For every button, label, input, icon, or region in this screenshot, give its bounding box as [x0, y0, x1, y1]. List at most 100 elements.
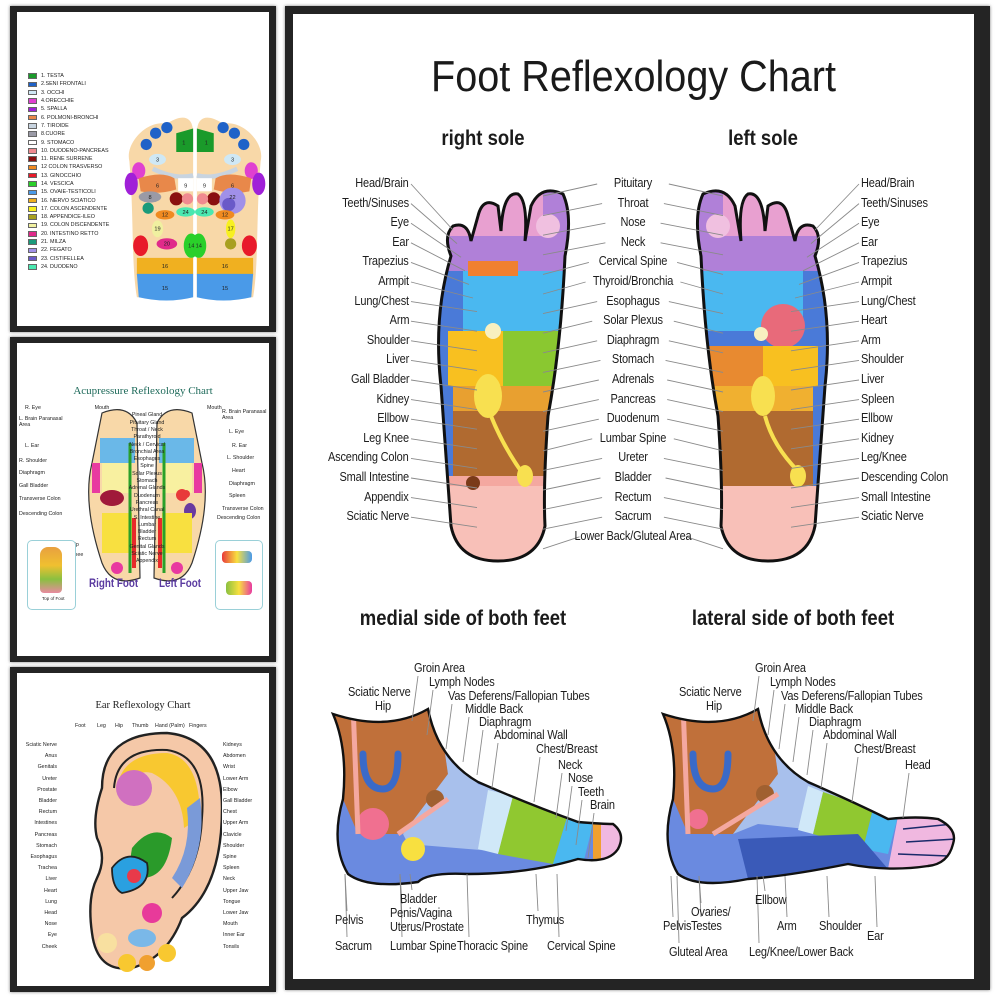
legend-label: 23. CISTIFELLEA — [41, 255, 84, 262]
svg-text:6: 6 — [231, 184, 234, 190]
ear-left-label: Ureter — [42, 775, 57, 782]
left-sole-label: Small Intestine — [861, 489, 931, 504]
leader-lines — [344, 183, 910, 944]
legend-swatch — [28, 231, 37, 237]
legend-item: 17. COLON ASCENDENTE — [28, 205, 109, 213]
ear-right-label: Clavicle — [223, 831, 242, 838]
acu-center-label: Duodenum — [134, 492, 160, 499]
center-label: Cervical Spine — [598, 254, 668, 269]
right-sole-label: Gall Bladder — [350, 372, 410, 386]
acu-left-label: L. Ear — [25, 443, 40, 449]
legend-swatch — [28, 222, 37, 229]
acu-left-label: Descending Colon — [19, 511, 63, 517]
legend-item: 19. COLON DISCENDENTE — [28, 221, 109, 229]
ear-top-label: Fingers — [189, 723, 207, 729]
lateral-bottom-label: Leg/Knee/Lower Back — [749, 945, 854, 959]
legend-item: 13. GINOCCHIO — [28, 172, 109, 180]
medial-top-label: Brain — [590, 798, 615, 812]
legend-swatch — [28, 181, 37, 187]
right-foot-caption: Right Foot — [89, 576, 139, 590]
right-sole-label: Liver — [386, 352, 409, 367]
ear-right-label: Neck — [223, 876, 236, 883]
left-sole-heading: left sole — [728, 127, 798, 150]
acu-center-label: Adrenal Glands — [128, 485, 166, 492]
ear-left-label: Anus — [44, 753, 57, 760]
legend-label: 13. GINOCCHIO — [41, 172, 82, 179]
ear-top-label: Leg — [97, 723, 106, 729]
legend-swatch — [28, 197, 37, 204]
legend-item: 23. CISTIFELLEA — [28, 255, 109, 263]
legend-swatch — [28, 172, 37, 179]
left-sole-label: Heart — [861, 313, 888, 328]
acu-center-label: Pineal Gland — [131, 412, 163, 419]
legend-label: 24. DUODENO — [41, 263, 78, 270]
medial-side-diagram — [330, 707, 623, 886]
ear-top-label: Hip — [115, 723, 123, 729]
left-sole-label: Kidney — [861, 430, 894, 445]
center-label: Stomach — [611, 352, 655, 367]
acu-right-label: Descending Colon — [217, 515, 261, 521]
left-sole-label: Sciatic Nerve — [861, 509, 924, 524]
svg-text:1: 1 — [205, 140, 208, 146]
svg-text:1: 1 — [182, 140, 185, 146]
legend-swatch — [28, 114, 37, 121]
center-label: Nose — [620, 215, 646, 230]
center-label: Pancreas — [610, 391, 656, 406]
svg-text:12: 12 — [222, 213, 228, 219]
lateral-top-left-label: Sciatic Nerve — [679, 685, 742, 699]
right-sole-label: Shoulder — [366, 332, 409, 347]
legend-item: 4.ORECCHIE — [28, 97, 109, 105]
svg-text:15: 15 — [222, 286, 228, 292]
acupressure-title: Acupressure Reflexology Chart — [73, 385, 213, 397]
legend-swatch — [28, 247, 37, 254]
center-label: Ureter — [618, 450, 648, 465]
ear-left-label: Cheek — [41, 943, 57, 950]
ear-left-label: Sciatic Nerve — [25, 742, 57, 748]
right-sole-label: Head/Brain — [355, 176, 409, 190]
ear-right-label: Lower Jaw — [223, 910, 249, 916]
right-sole-label: Trapezius — [362, 254, 409, 269]
ear-left-label: Bladder — [38, 798, 57, 804]
acu-left-label: Transverse Colon — [19, 496, 61, 502]
legend-item: 21. MILZA — [28, 238, 109, 246]
ear-right-label: Spleen — [223, 865, 240, 872]
right-sole-label: Armpit — [378, 274, 409, 288]
ear-left-label: Lung — [45, 898, 57, 905]
ear-right-label: Chest — [223, 809, 237, 816]
legend-item: 8.CUORE — [28, 130, 109, 138]
right-sole-label: Small Intestine — [339, 470, 409, 484]
acu-left-label: Gall Bladder — [19, 483, 49, 489]
legend-swatch — [28, 81, 37, 88]
legend-label: 4.ORECCHIE — [41, 98, 74, 105]
svg-text:17: 17 — [228, 227, 234, 233]
acu-center-label: Pancreas — [135, 499, 159, 506]
side-of-foot-inset — [215, 540, 263, 610]
medial-bottom-label: Bladder — [400, 892, 437, 906]
ear-right-label: Inner Ear — [223, 932, 245, 939]
legend-swatch — [28, 89, 37, 96]
ear-left-label: Stomach — [36, 842, 57, 849]
left-sole-label: Armpit — [861, 274, 892, 288]
lateral-top-label: Lymph Nodes — [770, 675, 836, 689]
acu-right-label: Spleen — [229, 493, 246, 499]
svg-text:14: 14 — [196, 244, 202, 250]
ear-right-label: Shoulder — [223, 842, 245, 849]
ear-left-label: Liver — [45, 876, 57, 883]
acu-left-label: Diaphragm — [19, 470, 45, 476]
medial-top-left-label: Hip — [375, 699, 391, 713]
legend-label: 6. POLMONI-BRONCHI — [41, 114, 99, 121]
legend-item: 6. POLMONI-BRONCHI — [28, 113, 109, 121]
legend-item: 10. DUODENO-PANCREAS — [28, 147, 109, 155]
legend-item: 14. VESCICA — [28, 180, 109, 188]
legend-item: 16. NERVO SCIATICO — [28, 196, 109, 204]
left-sole-label: Teeth/Sinuses — [861, 195, 928, 210]
lateral-top-label: Chest/Breast — [854, 742, 916, 756]
legend-swatch — [28, 239, 37, 245]
svg-text:22: 22 — [229, 195, 235, 201]
ear-left-label: Nose — [44, 921, 57, 928]
